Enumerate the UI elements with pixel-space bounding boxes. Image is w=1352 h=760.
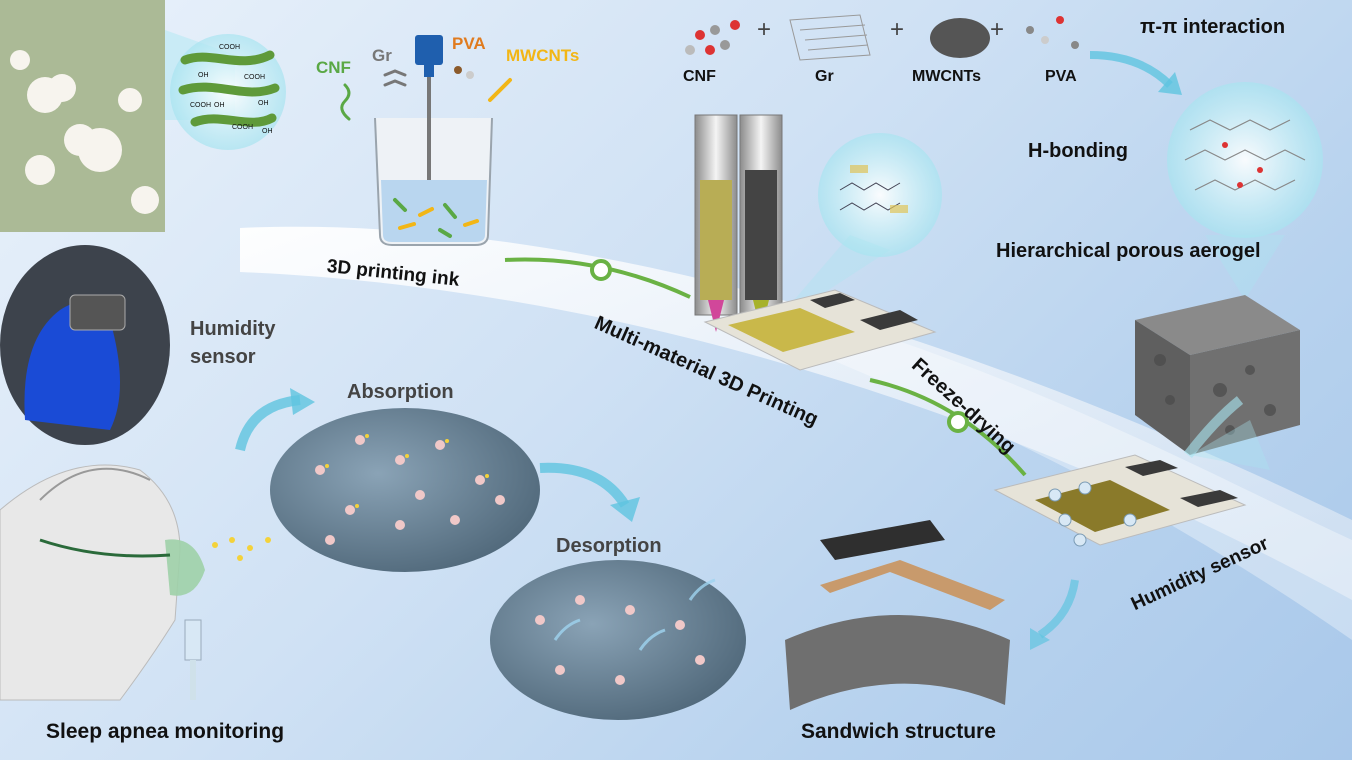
connector-node-2	[947, 411, 969, 433]
process-band	[240, 226, 1352, 600]
oh-label-4: OH	[262, 128, 273, 135]
cooh-label-4: COOH	[232, 124, 253, 131]
sandwich-label: Sandwich structure	[801, 720, 996, 743]
h-bonding-label: H-bonding	[1028, 140, 1128, 162]
absorption-label: Absorption	[347, 381, 454, 403]
absorption-surface	[270, 408, 540, 572]
syringe-left	[694, 114, 738, 332]
ink-material-icons	[340, 66, 512, 121]
aerogel-cube	[1135, 295, 1300, 455]
sandwich-structure	[785, 520, 1010, 710]
cooh-label-3: COOH	[190, 102, 211, 109]
cotton-bolls	[10, 50, 159, 214]
arrow-to-sandwich	[1037, 579, 1079, 639]
molecular-network	[1184, 119, 1306, 191]
molecule-cnf	[685, 20, 740, 55]
formula-gr: Gr	[815, 68, 834, 85]
mwcnt-tube	[930, 18, 990, 58]
arrow-to-absorption	[235, 395, 301, 452]
cooh-label-1: COOH	[219, 44, 240, 51]
humidity-sensor-device	[993, 454, 1247, 547]
molecular-bubble	[1167, 82, 1323, 238]
ink-label-gr: Gr	[372, 46, 392, 65]
syringe-right	[739, 114, 783, 332]
molecule-pva	[1026, 16, 1079, 49]
aerogel-label: Hierarchical porous aerogel	[996, 240, 1261, 262]
arrow-to-desorption	[539, 462, 630, 508]
formula-plus-1: +	[757, 16, 772, 43]
formula-plus-3: +	[990, 16, 1005, 43]
breath-particles	[212, 537, 271, 561]
oxygen-mask	[39, 538, 205, 700]
pi-interaction-label: π-π interaction	[1140, 16, 1286, 38]
desorption-label: Desorption	[556, 535, 662, 557]
print-substrate	[703, 289, 937, 371]
formula-cnf: CNF	[683, 68, 716, 85]
graphene-sheet	[789, 14, 871, 61]
absorption-molecules	[315, 435, 505, 545]
cooh-label-2: COOH	[244, 74, 265, 81]
oh-label-2: OH	[214, 102, 225, 109]
ink-label-pva: PVA	[452, 34, 486, 53]
cellulose-fibers	[178, 50, 280, 127]
oh-label-3: OH	[258, 100, 269, 107]
formula-plus-2: +	[890, 16, 905, 43]
ink-label-cnf: CNF	[316, 58, 351, 77]
person-silhouette	[0, 464, 181, 701]
lower-band	[760, 300, 1352, 640]
formula-pva: PVA	[1045, 68, 1077, 85]
desorption-molecules	[535, 595, 705, 685]
print-bubble	[818, 133, 942, 257]
desorption-surface	[490, 560, 746, 720]
humidity-sensor-photo-label: Humidity sensor	[190, 318, 276, 368]
connector-node-1	[590, 259, 612, 281]
ink-label-mwcnts: MWCNTs	[506, 46, 580, 65]
beaker	[374, 35, 493, 246]
oh-label-1: OH	[198, 72, 209, 79]
sleep-apnea-label: Sleep apnea monitoring	[46, 720, 285, 743]
pi-arrow	[1089, 51, 1173, 88]
formula-mwcnts: MWCNTs	[912, 68, 982, 85]
